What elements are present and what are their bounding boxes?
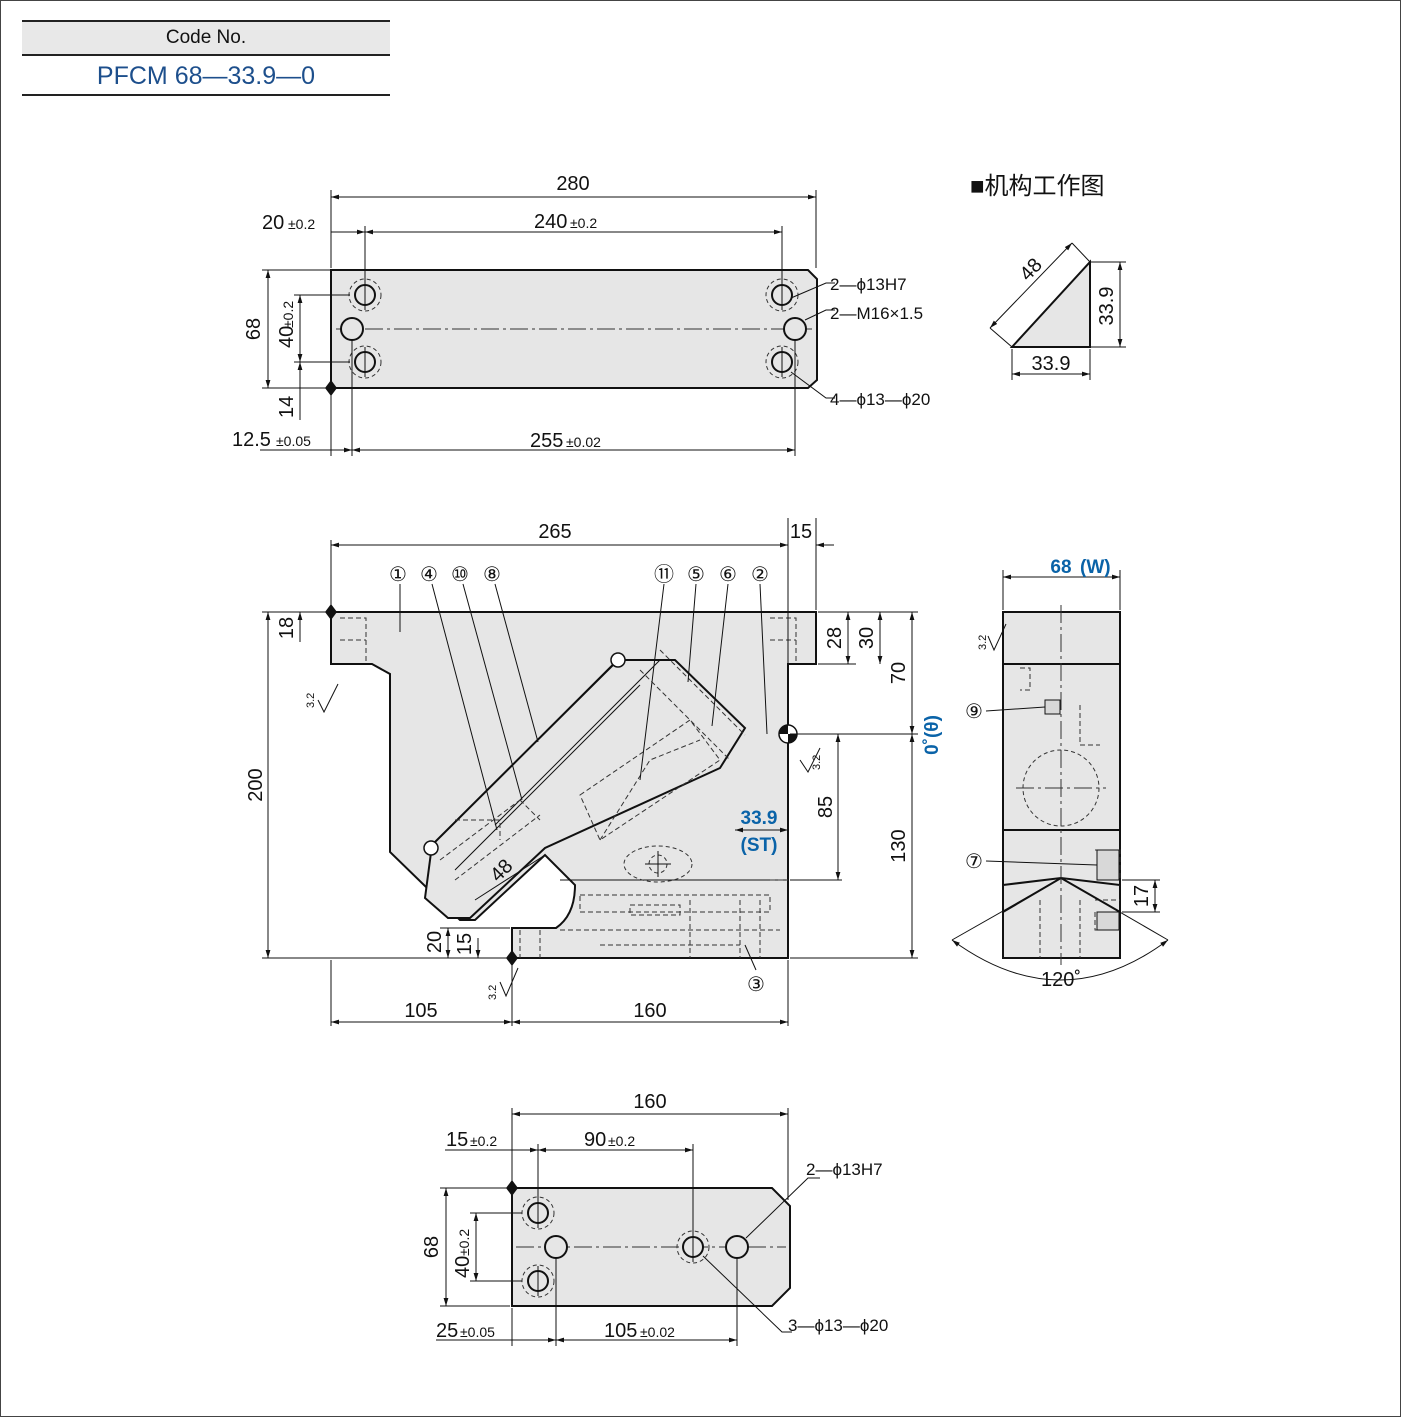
leader-pin bbox=[745, 1177, 820, 1239]
balloon-8: ⑧ bbox=[483, 564, 501, 586]
mech-dim-48: 48 bbox=[1016, 254, 1047, 285]
side-dim-w: (W) bbox=[1080, 557, 1111, 578]
code-value: PFCM 68—33.9—0 bbox=[22, 58, 390, 96]
bottom-dim-40-tol: ±0.2 bbox=[456, 1229, 472, 1256]
code-number-box: Code No. PFCM 68—33.9—0 bbox=[22, 20, 390, 96]
bottom-note-cbore: 3—ϕ13—ϕ20 bbox=[788, 1316, 888, 1335]
leader-pin bbox=[790, 282, 835, 299]
dim-20-tol: ±0.2 bbox=[288, 216, 315, 232]
mech-dim-33-9-h: 33.9 bbox=[1032, 353, 1071, 375]
dim-28: 28 bbox=[824, 627, 846, 649]
mechanism-title: ■机构工作图 bbox=[970, 173, 1105, 200]
balloon-5: ⑤ bbox=[687, 564, 705, 586]
dim-280: 280 bbox=[556, 173, 589, 195]
code-header: Code No. bbox=[22, 20, 390, 56]
bottom-dim-15-tol: ±0.2 bbox=[470, 1133, 497, 1149]
note-tapped: 2—M16×1.5 bbox=[830, 304, 923, 323]
dim-105: 105 bbox=[404, 1000, 437, 1022]
bottom-dim-160: 160 bbox=[633, 1091, 666, 1113]
roughness-symbol: 3.2 bbox=[977, 623, 1007, 652]
bottom-dim-90: 90 bbox=[584, 1129, 606, 1151]
leader-tap bbox=[804, 309, 835, 321]
dim-12-5: 12.5 bbox=[232, 429, 271, 451]
side-dim-68: 68 bbox=[1050, 557, 1071, 578]
note-cbore: 4—ϕ13—ϕ20 bbox=[830, 390, 930, 409]
balloon-10: ⑩ bbox=[451, 564, 469, 586]
balloon-4: ④ bbox=[420, 564, 438, 586]
dim-255-tol: ±0.02 bbox=[566, 434, 601, 450]
dim-240: 240 bbox=[534, 211, 567, 233]
bottom-dim-15: 15 bbox=[446, 1129, 468, 1151]
datum-mark bbox=[506, 950, 518, 966]
bottom-dim-105: 105 bbox=[604, 1320, 637, 1342]
side-dim-17: 17 bbox=[1131, 885, 1153, 907]
front-view: 265 15 18 28 30 70 200 85 130 48 20 15 1… bbox=[245, 518, 943, 1026]
pin-hole bbox=[340, 317, 364, 341]
bottom-dim-25: 25 bbox=[436, 1320, 458, 1342]
bottom-note-pin: 2—ϕ13H7 bbox=[806, 1160, 883, 1179]
top-view: 280 20 ±0.2 240 ±0.2 68 40 ±0.2 14 12.5 … bbox=[232, 173, 930, 456]
dim-68: 68 bbox=[243, 318, 265, 340]
roughness-symbol: 3.2 bbox=[487, 967, 519, 1000]
balloon-2: ② bbox=[751, 564, 769, 586]
mechanism-diagram: ■机构工作图 48 33.9 33.9 bbox=[970, 173, 1126, 380]
svg-text:3.2: 3.2 bbox=[811, 755, 823, 770]
svg-text:3.2: 3.2 bbox=[977, 635, 989, 650]
datum-mark bbox=[325, 604, 337, 620]
dim-70: 70 bbox=[888, 662, 910, 684]
dim-15-top: 15 bbox=[790, 521, 812, 543]
dim-14: 14 bbox=[276, 396, 298, 418]
dim-85: 85 bbox=[815, 796, 837, 818]
svg-text:3.2: 3.2 bbox=[487, 985, 499, 1000]
leader-cbore bbox=[790, 371, 835, 399]
bottom-view: 160 15 ±0.2 90 ±0.2 68 40 ±0.2 25 ±0.05 … bbox=[421, 1091, 888, 1346]
bottom-dim-105-tol: ±0.02 bbox=[640, 1324, 675, 1340]
datum-mark bbox=[325, 380, 337, 396]
dim-20: 20 bbox=[262, 212, 284, 234]
dim-18: 18 bbox=[276, 617, 298, 639]
balloon-1: ① bbox=[389, 564, 407, 586]
leader-cbore bbox=[702, 1255, 792, 1333]
dim-30: 30 bbox=[856, 627, 878, 649]
dim-12-5-tol: ±0.05 bbox=[276, 433, 311, 449]
inclined-slider bbox=[423, 659, 747, 919]
dim-255: 255 bbox=[530, 430, 563, 452]
dim-240-tol: ±0.2 bbox=[570, 215, 597, 231]
balloon-11: ⑪ bbox=[654, 563, 674, 586]
dim-15-bottom: 15 bbox=[454, 933, 476, 955]
side-angle: 120˚ bbox=[1041, 969, 1081, 991]
roughness-symbol: 3.2 bbox=[305, 683, 339, 714]
bottom-dim-90-tol: ±0.2 bbox=[608, 1133, 635, 1149]
dim-40: 40 bbox=[276, 326, 298, 348]
dim-40-tol: ±0.2 bbox=[280, 301, 296, 328]
balloon-9: ⑨ bbox=[965, 701, 983, 723]
svg-text:3.2: 3.2 bbox=[305, 693, 317, 708]
side-view: 68 (W) 17 120˚ 3.2 ⑨ ⑦ bbox=[951, 557, 1169, 991]
dim-20: 20 bbox=[424, 931, 446, 953]
mech-dim-33-9-v: 33.9 bbox=[1096, 287, 1118, 326]
angle-label: 0˚(θ) bbox=[922, 715, 943, 755]
bottom-plate bbox=[511, 1187, 791, 1307]
balloon-6: ⑥ bbox=[719, 564, 737, 586]
cbore-circle bbox=[765, 345, 799, 379]
note-pin-holes: 2—ϕ13H7 bbox=[830, 275, 907, 294]
bottom-dim-25-tol: ±0.05 bbox=[460, 1324, 495, 1340]
dim-200: 200 bbox=[245, 768, 267, 801]
dim-160: 160 bbox=[633, 1000, 666, 1022]
balloon-7: ⑦ bbox=[965, 851, 983, 873]
dim-130: 130 bbox=[888, 829, 910, 862]
stroke-label: (ST) bbox=[741, 835, 778, 856]
roughness-symbol: 3.2 bbox=[799, 747, 823, 773]
bottom-dim-40: 40 bbox=[452, 1256, 474, 1278]
balloon-3: ③ bbox=[747, 974, 765, 996]
bottom-dim-68: 68 bbox=[421, 1236, 443, 1258]
datum-mark bbox=[506, 1180, 518, 1196]
pin-hole bbox=[783, 317, 807, 341]
dim-265: 265 bbox=[538, 521, 571, 543]
stroke-value: 33.9 bbox=[741, 808, 778, 829]
